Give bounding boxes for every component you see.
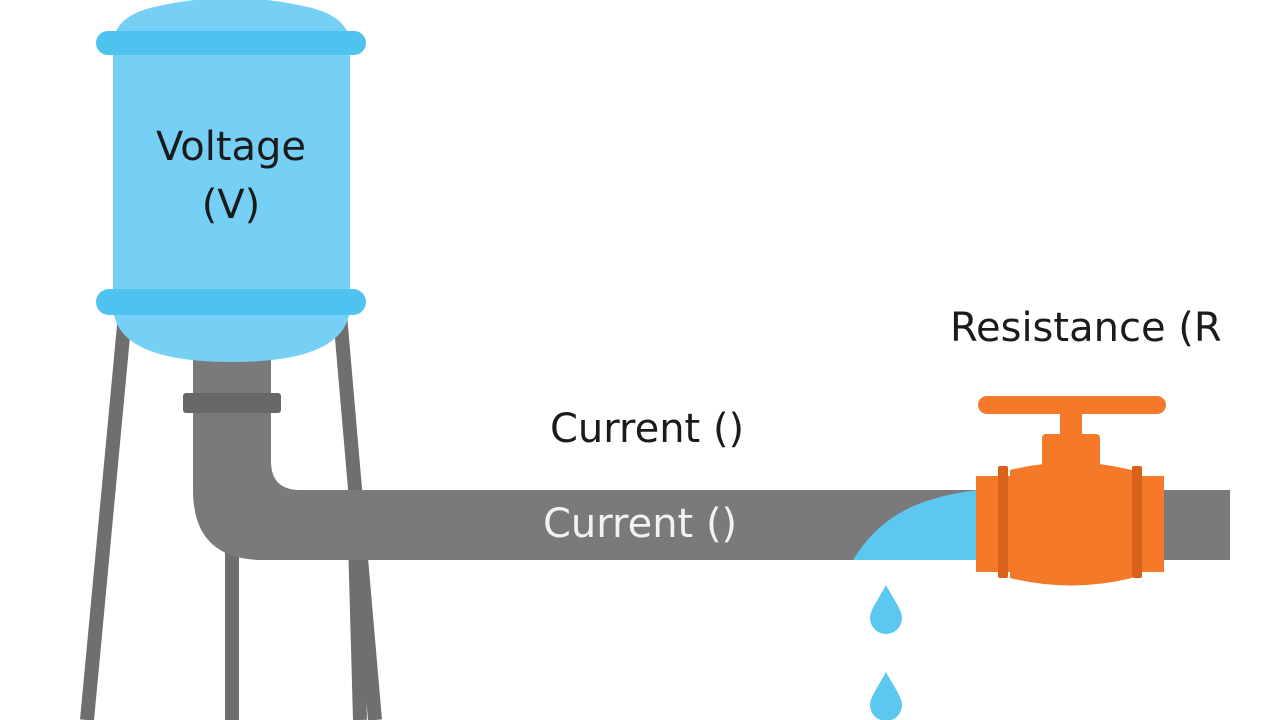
valve-bonnet [1042,434,1100,470]
voltage-label-line1: Voltage [155,124,307,170]
current-label-above: Current () [550,406,745,452]
valve-flange-left [998,466,1008,578]
current-label-in-pipe: Current () [543,501,738,547]
valve-stem [1060,412,1082,438]
valve-handle-bar[interactable] [978,396,1166,414]
tank-body [113,0,350,362]
tank-rim-top [96,31,366,55]
water-tower-icon [96,0,366,362]
tower-leg-left [80,314,132,720]
resistance-label: Resistance (R [950,305,1222,351]
water-drop-icon [870,585,902,634]
water-leak [853,490,980,720]
voltage-label-line2: (V) [201,182,261,228]
valve-flange-right [1132,466,1142,578]
water-drop-icon [870,672,902,720]
valve-icon [976,396,1166,586]
valve-bulge [1010,462,1132,586]
pipe-collar [183,393,281,413]
water-splash [853,490,980,560]
tank-rim-bottom [96,289,366,315]
voltage-label: Voltage (V) [116,118,346,234]
